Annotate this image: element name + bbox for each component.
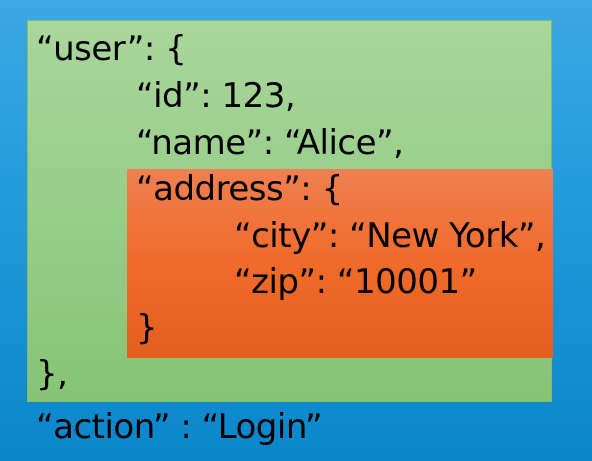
address-key-line: “address”: { <box>136 169 343 209</box>
user-close-brace: }, <box>36 354 68 394</box>
user-key-line: “user”: { <box>36 29 187 69</box>
city-line: “city”: “New York”, <box>234 216 546 256</box>
id-line: “id”: 123, <box>136 76 296 116</box>
address-object-box <box>127 169 553 358</box>
address-close-brace: } <box>136 308 158 348</box>
zip-line: “zip”: “10001” <box>234 262 477 302</box>
action-line: “action” : “Login” <box>36 407 323 447</box>
name-line: “name”: “Alice”, <box>136 123 404 163</box>
